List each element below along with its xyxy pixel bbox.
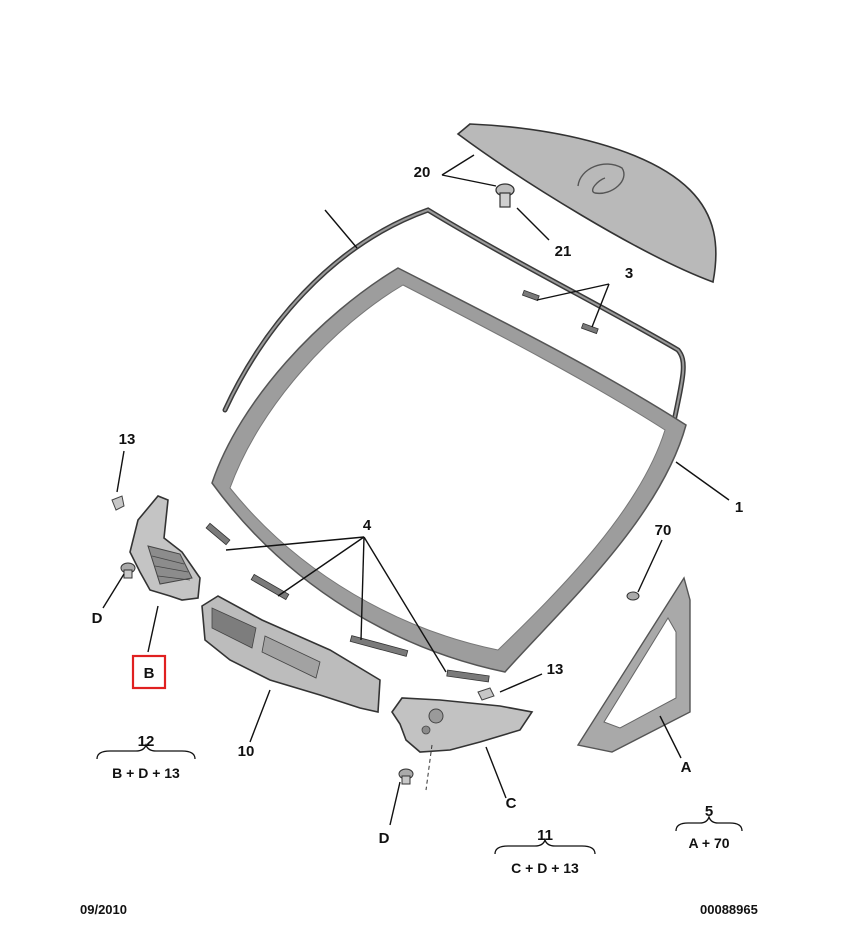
highlighted-callout-b: B [131, 654, 167, 690]
callout-4: 4 [363, 517, 372, 534]
left-cowl-bracket-b [129, 495, 201, 601]
kit-11-formula: C + D + 13 [511, 860, 579, 876]
callout-70: 70 [655, 522, 672, 539]
sun-visor-panel [456, 123, 717, 284]
callout-d-left: D [92, 610, 103, 627]
clip-part-21 [495, 183, 515, 208]
callout-13-right: 13 [547, 661, 564, 678]
push-pin-d-left [120, 562, 136, 579]
seal-strips-3 [521, 289, 599, 335]
callout-d-right: D [379, 830, 390, 847]
kit-5-number: 5 [705, 803, 713, 820]
footer-reference: 00088965 [700, 902, 758, 917]
kit-5-group: 5 A + 70 [675, 803, 743, 851]
callout-c: C [506, 795, 517, 812]
spacers-4 [205, 522, 490, 683]
callout-a: A [681, 759, 692, 776]
kit-11-number: 11 [537, 827, 553, 844]
footer-date: 09/2010 [80, 902, 127, 917]
cowl-grille-10 [201, 595, 381, 713]
right-cowl-bracket-c [391, 697, 534, 791]
kit-12-formula: B + D + 13 [112, 765, 180, 781]
kit-11-group: 11 C + D + 13 [494, 827, 596, 876]
callout-10: 10 [238, 743, 255, 760]
kit-12-number: 12 [138, 733, 155, 750]
clip-13-left [111, 495, 125, 511]
quarter-glass-a [576, 576, 691, 753]
callout-13-left: 13 [119, 431, 136, 448]
callout-21: 21 [555, 243, 572, 260]
callout-20: 20 [414, 164, 431, 181]
clip-13-right [477, 687, 495, 701]
kit-5-formula: A + 70 [688, 835, 729, 851]
windscreen-glass [211, 267, 687, 673]
push-pin-d-right [398, 768, 414, 785]
highlight-box [131, 654, 167, 690]
callout-1: 1 [735, 499, 743, 516]
callout-3: 3 [625, 265, 633, 282]
clip-70 [626, 591, 640, 601]
leader-lines [102, 154, 730, 826]
callout-b: B [144, 665, 155, 682]
kit-12-group: 12 B + D + 13 [96, 733, 196, 781]
